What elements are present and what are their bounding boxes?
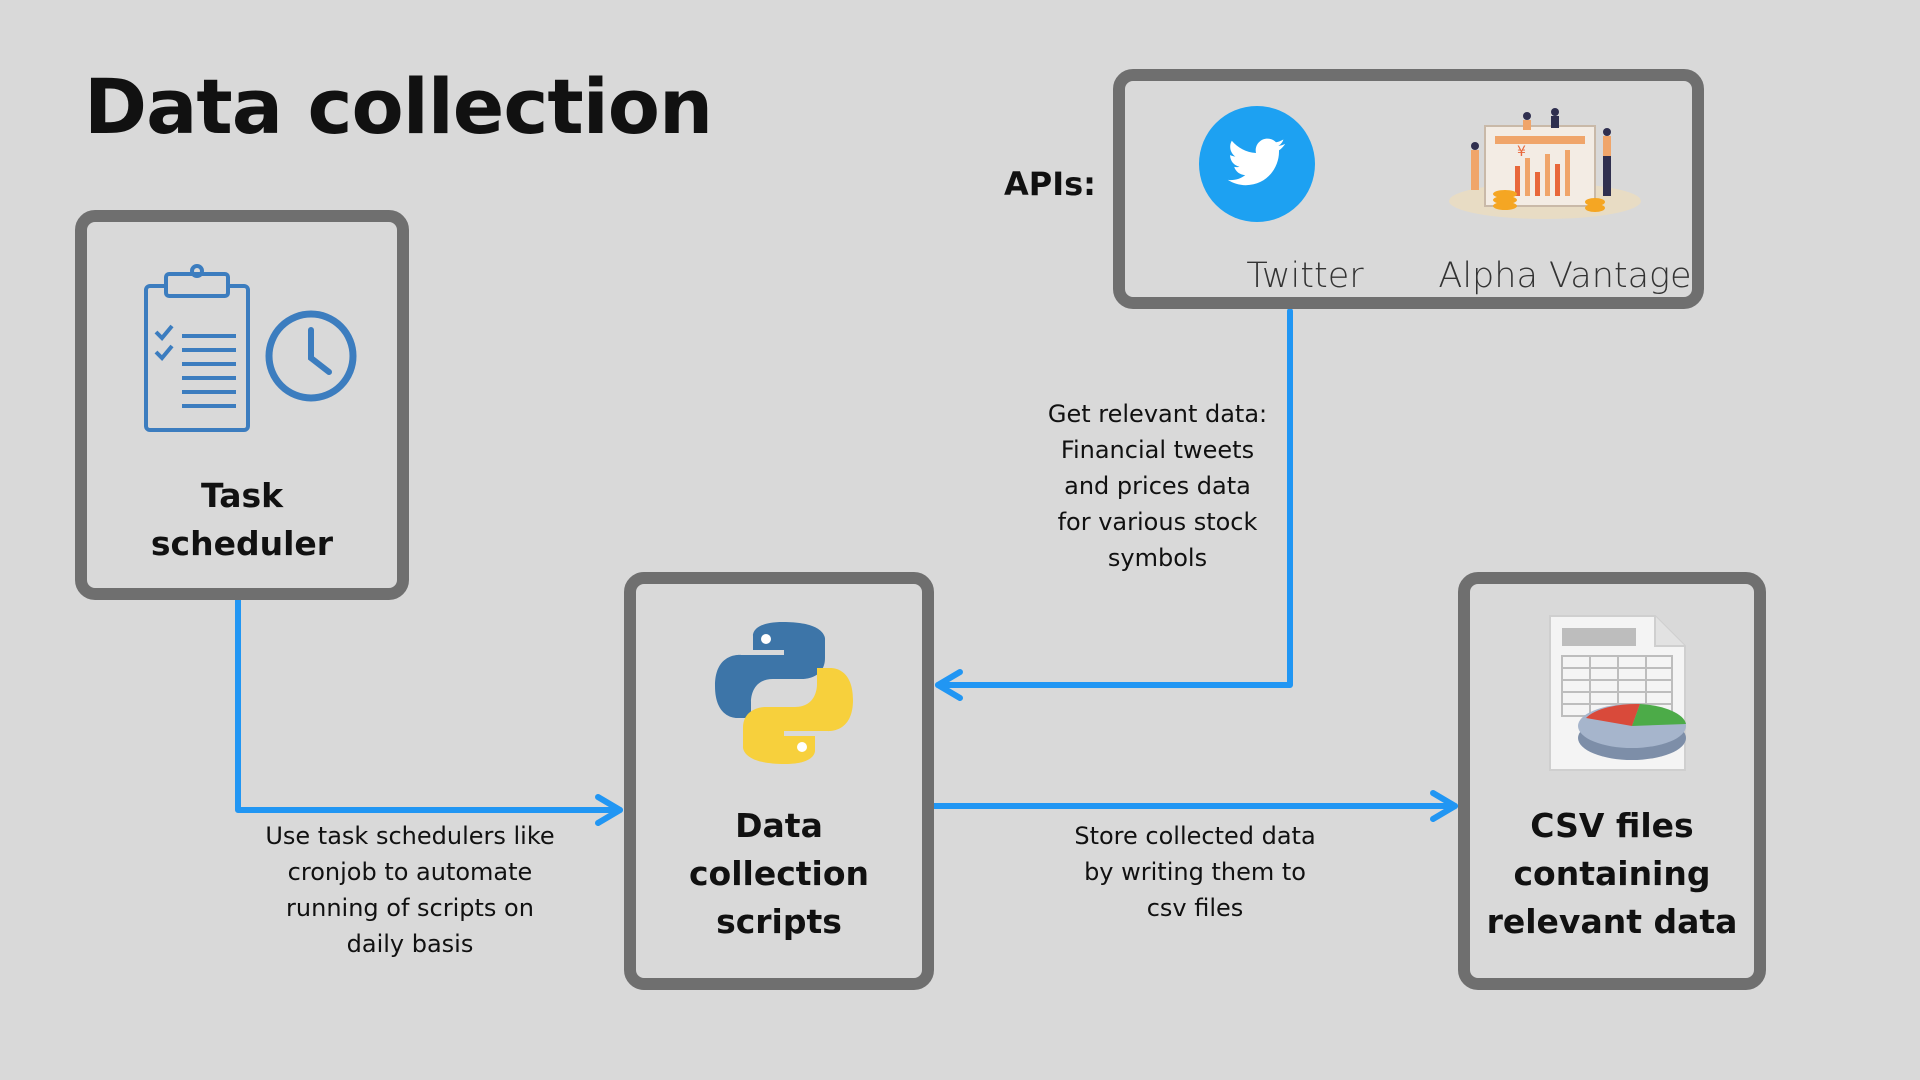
clipboard-icon — [142, 264, 252, 438]
task-scheduler-label: Task scheduler — [150, 476, 334, 563]
edge-label-scheduler-to-scripts: Use task schedulers like cronjob to auto… — [265, 822, 555, 958]
task-scheduler-node: Task scheduler — [75, 210, 409, 600]
twitter-icon — [1199, 106, 1315, 226]
edge-scheduler-to-scripts — [235, 597, 623, 826]
diagram-title: Data collection — [84, 62, 713, 151]
clock-icon — [263, 308, 359, 408]
csv-files-label: CSV files containing relevant data — [1486, 806, 1738, 941]
edge-label-apis-to-scripts: Get relevant data: Financial tweets and … — [1047, 400, 1268, 572]
alpha-vantage-label: Alpha Vantage — [1438, 256, 1692, 296]
data-collection-scripts-node: Data collection scripts — [624, 572, 934, 990]
edge-scripts-to-csv — [931, 790, 1458, 822]
alpha-vantage-icon: ¥ — [1445, 106, 1645, 240]
data-collection-scripts-label: Data collection scripts — [688, 806, 870, 941]
twitter-label: Twitter — [1246, 256, 1364, 296]
apis-node: ¥ Twitter Alpha Vantage — [1113, 69, 1704, 309]
edge-label-scripts-to-csv: Store collected data by writing them to … — [1074, 822, 1316, 922]
csv-file-icon — [1540, 614, 1700, 778]
svg-text:¥: ¥ — [1517, 144, 1526, 160]
apis-label: APIs: — [1004, 165, 1096, 203]
csv-files-node: CSV files containing relevant data — [1458, 572, 1766, 990]
python-icon — [711, 620, 857, 770]
